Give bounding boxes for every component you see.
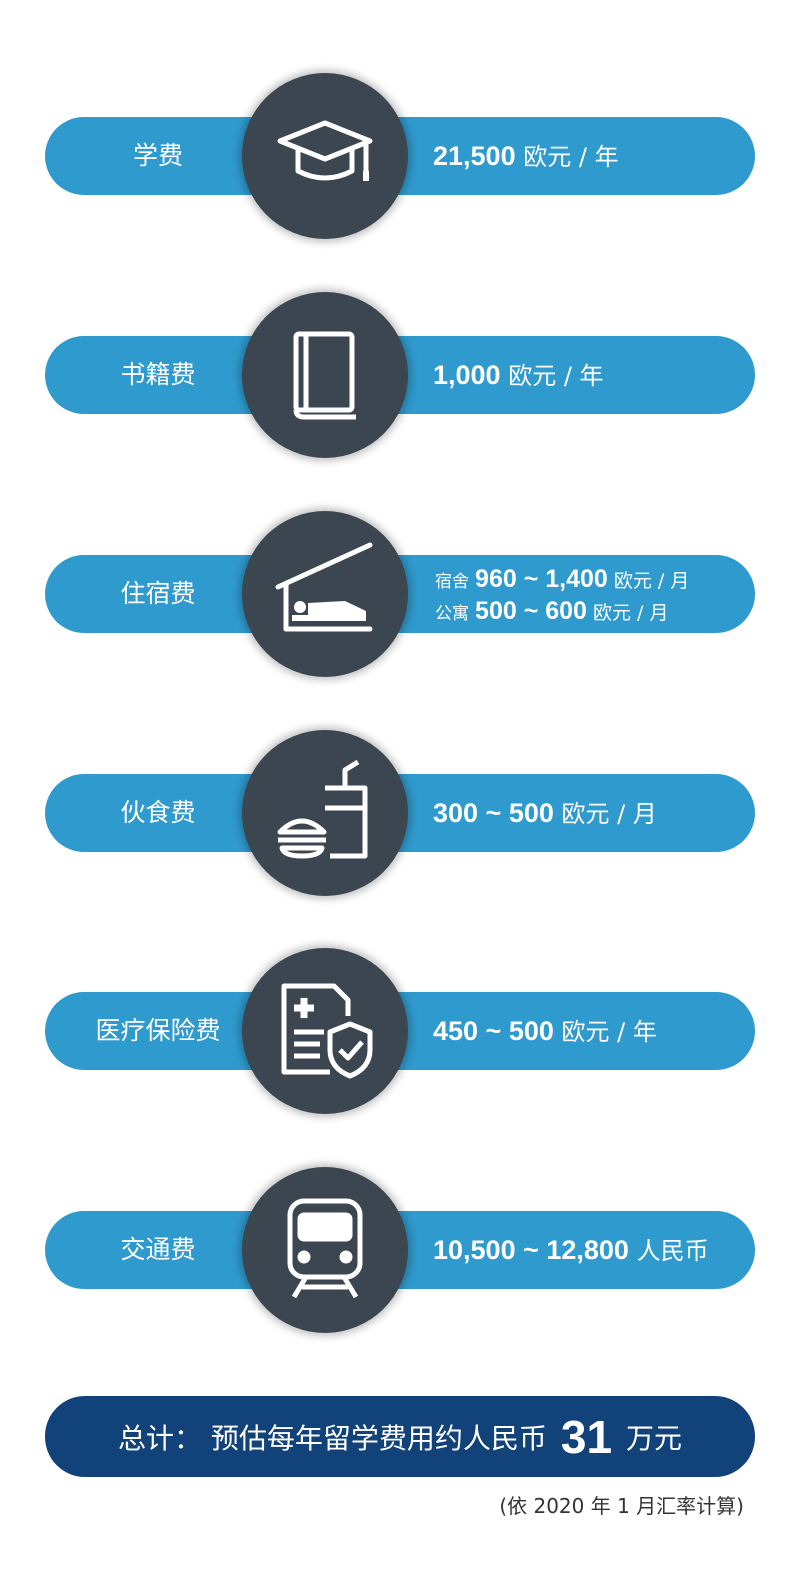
fee-row-housing: 住宿费 宿舍 960 ~ 1,400 欧元 / 月 公寓 500 ~ 600 欧… bbox=[45, 511, 755, 677]
fee-value: 300 ~ 500 欧元 / 月 bbox=[433, 798, 657, 828]
book-icon bbox=[242, 292, 408, 458]
fee-label: 住宿费 bbox=[120, 579, 196, 608]
fee-value: 1,000 欧元 / 年 bbox=[433, 360, 604, 390]
fee-row-transport: 交通费 10,500 ~ 12,800 人民币 bbox=[45, 1167, 755, 1333]
graduation-cap-icon bbox=[242, 73, 408, 239]
fee-label: 医疗保险费 bbox=[95, 1016, 221, 1045]
food-drink-icon bbox=[242, 730, 408, 896]
train-icon bbox=[242, 1167, 408, 1333]
fee-row-insurance: 医疗保险费 450 ~ 500 欧元 / 年 bbox=[45, 948, 755, 1114]
fee-row-food: 伙食费 300 ~ 500 欧元 / 月 bbox=[45, 730, 755, 896]
fee-row-books: 书籍费 1,000 欧元 / 年 bbox=[45, 292, 755, 458]
fee-value: 450 ~ 500 欧元 / 年 bbox=[433, 1016, 657, 1046]
total-banner: 总计： 预估每年留学费用约人民币 31 万元 bbox=[45, 1396, 755, 1477]
fee-value: 宿舍 960 ~ 1,400 欧元 / 月 公寓 500 ~ 600 欧元 / … bbox=[435, 565, 690, 625]
bed-shelter-icon bbox=[242, 511, 408, 677]
fee-label: 伙食费 bbox=[120, 798, 196, 827]
fee-value: 10,500 ~ 12,800 人民币 bbox=[433, 1235, 709, 1265]
fee-label: 交通费 bbox=[120, 1235, 196, 1264]
fee-value: 21,500 欧元 / 年 bbox=[433, 141, 619, 171]
total-amount: 31 bbox=[560, 1410, 613, 1463]
fee-row-tuition: 学费 21,500 欧元 / 年 bbox=[45, 73, 755, 239]
total-prefix: 总计： 预估每年留学费用约人民币 bbox=[117, 1421, 547, 1455]
fee-label: 学费 bbox=[132, 141, 183, 170]
medical-insurance-icon bbox=[242, 948, 408, 1114]
total-unit: 万元 bbox=[626, 1421, 683, 1455]
fee-label: 书籍费 bbox=[120, 360, 196, 389]
exchange-rate-note: (依 2020 年 1 月汇率计算) bbox=[499, 1494, 744, 1518]
